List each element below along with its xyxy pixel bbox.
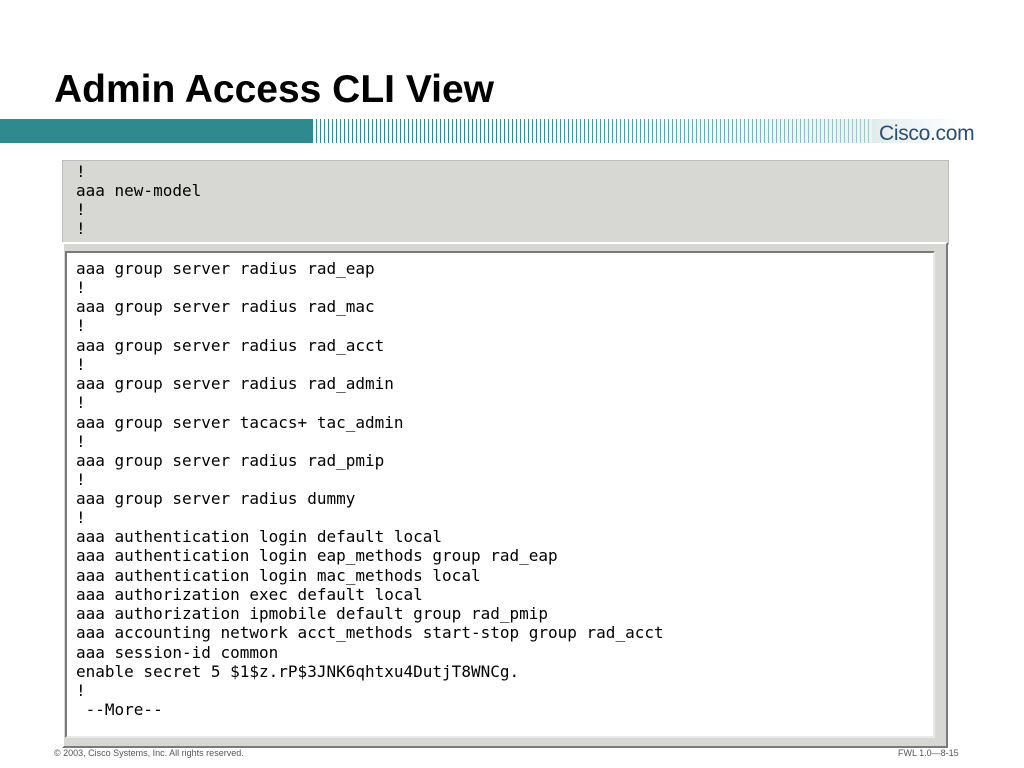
- terminal-header-line: !: [76, 219, 86, 238]
- terminal-line: aaa authorization exec default local: [76, 585, 423, 604]
- terminal-line: !: [76, 470, 86, 489]
- terminal-line: aaa authorization ipmobile default group…: [76, 604, 549, 623]
- terminal-line: aaa group server radius rad_acct: [76, 336, 385, 355]
- terminal-line: !: [76, 681, 86, 700]
- terminal-line: aaa group server radius dummy: [76, 489, 356, 508]
- header-band-end: [872, 119, 1024, 143]
- slide-title: Admin Access CLI View: [54, 68, 494, 111]
- terminal-line: aaa group server radius rad_eap: [76, 259, 375, 278]
- terminal-line: aaa accounting network acct_methods star…: [76, 623, 664, 642]
- terminal-top-area: [62, 160, 949, 245]
- terminal-line: aaa authentication login default local: [76, 527, 443, 546]
- terminal-line: !: [76, 355, 86, 374]
- terminal-line: aaa authentication login mac_methods loc…: [76, 566, 481, 585]
- header-band-stripes: [312, 119, 872, 143]
- terminal-header-line: !: [76, 200, 86, 219]
- terminal-line: aaa session-id common: [76, 643, 279, 662]
- terminal-line: !: [76, 393, 86, 412]
- terminal-line: aaa group server tacacs+ tac_admin: [76, 413, 404, 432]
- terminal-line: aaa group server radius rad_admin: [76, 374, 394, 393]
- terminal-line: !: [76, 278, 86, 297]
- terminal-more-prompt[interactable]: --More--: [76, 700, 163, 719]
- cisco-logo: Cisco.com: [879, 122, 975, 145]
- footer-copyright: © 2003, Cisco Systems, Inc. All rights r…: [54, 748, 244, 758]
- terminal-line: !: [76, 432, 86, 451]
- terminal-header-line: !: [76, 162, 86, 181]
- terminal-header-line: aaa new-model: [76, 181, 202, 200]
- terminal-line: enable secret 5 $1$z.rP$3JNK6qhtxu4DutjT…: [76, 662, 520, 681]
- terminal-line: aaa group server radius rad_pmip: [76, 451, 385, 470]
- footer-page-id: FWL 1.0—8-15: [898, 748, 959, 758]
- terminal-screen[interactable]: [65, 251, 935, 738]
- header-band-solid: [0, 119, 312, 143]
- terminal-line: !: [76, 508, 86, 527]
- terminal-line: !: [76, 316, 86, 335]
- terminal-line: aaa group server radius rad_mac: [76, 297, 375, 316]
- header-band: [0, 119, 1024, 143]
- terminal-line: aaa authentication login eap_methods gro…: [76, 546, 558, 565]
